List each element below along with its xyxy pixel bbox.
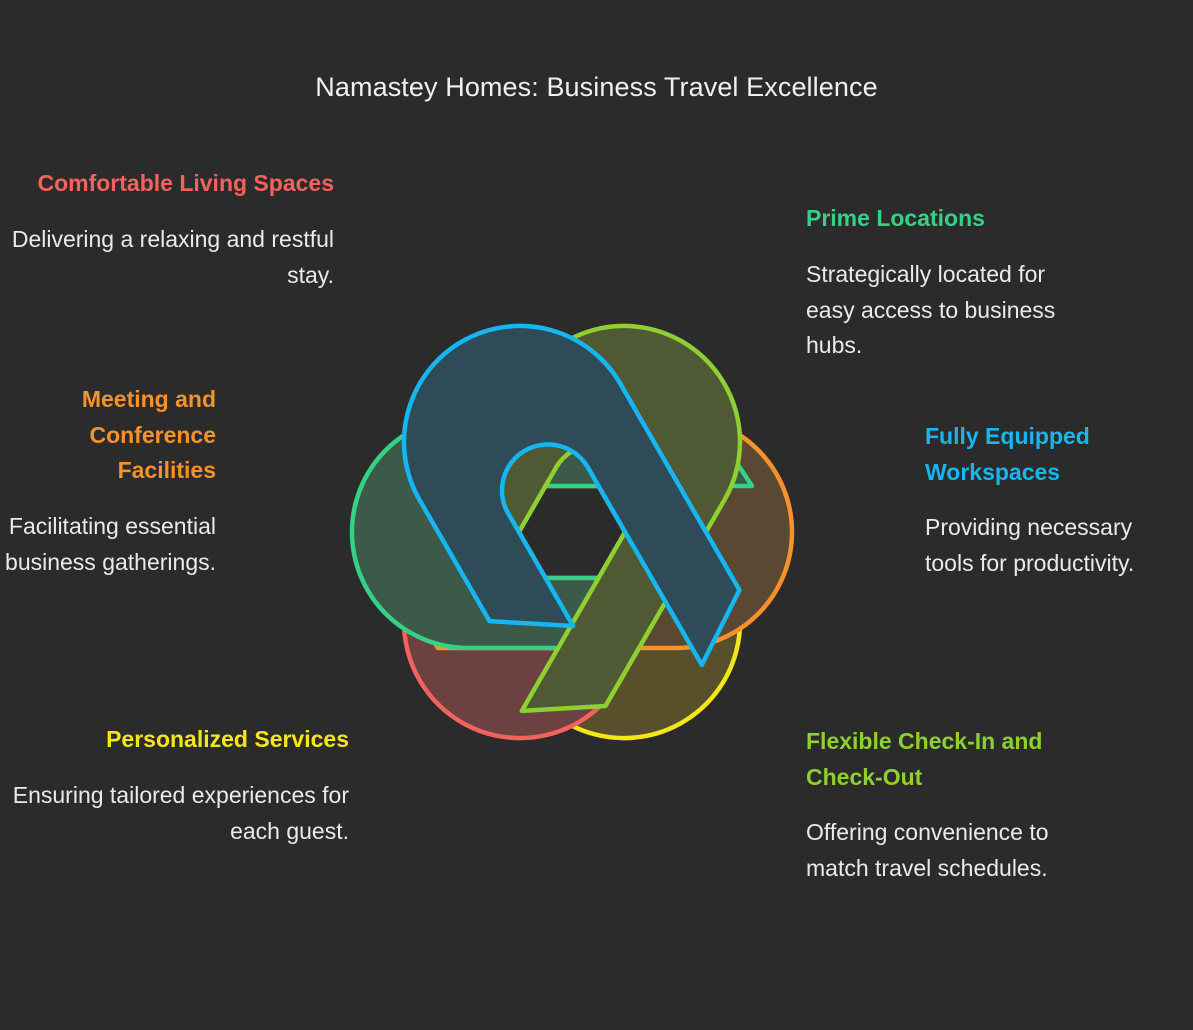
feature-block-prime-locations: Prime Locations Strategically located fo…: [806, 201, 1056, 364]
feature-heading-comfortable-living-spaces: Comfortable Living Spaces: [37, 170, 334, 196]
feature-body-personalized-services: Ensuring tailored experiences for each g…: [12, 781, 349, 844]
feature-block-comfortable-living-spaces: Comfortable Living Spaces Delivering a r…: [0, 166, 334, 293]
feature-block-fully-equipped-workspaces: Fully Equipped Workspaces Providing nece…: [925, 419, 1150, 582]
feature-body-fully-equipped-workspaces: Providing necessary tools for productivi…: [925, 514, 1135, 577]
feature-block-personalized-services: Personalized Services Ensuring tailored …: [0, 722, 349, 849]
feature-body-flexible-check-in-and-check-out: Offering convenience to match travel sch…: [806, 819, 1049, 882]
feature-heading-fully-equipped-workspaces: Fully Equipped Workspaces: [925, 423, 1090, 485]
feature-heading-flexible-check-in-and-check-out: Flexible Check-In and Check-Out: [806, 728, 1043, 790]
knot-segments: [352, 283, 792, 780]
feature-heading-prime-locations: Prime Locations: [806, 205, 985, 231]
feature-heading-meeting-and-conference-facilities: Meeting and Conference Facilities: [81, 386, 216, 484]
feature-body-prime-locations: Strategically located for easy access to…: [806, 260, 1056, 359]
feature-block-flexible-check-in-and-check-out: Flexible Check-In and Check-Out Offering…: [806, 724, 1066, 887]
feature-block-meeting-and-conference-facilities: Meeting and Conference Facilities Facili…: [0, 382, 216, 581]
page-title: Namastey Homes: Business Travel Excellen…: [315, 72, 878, 102]
feature-body-meeting-and-conference-facilities: Facilitating essential business gatherin…: [5, 512, 216, 575]
feature-body-comfortable-living-spaces: Delivering a relaxing and restful stay.: [11, 225, 334, 288]
feature-heading-personalized-services: Personalized Services: [106, 726, 349, 752]
